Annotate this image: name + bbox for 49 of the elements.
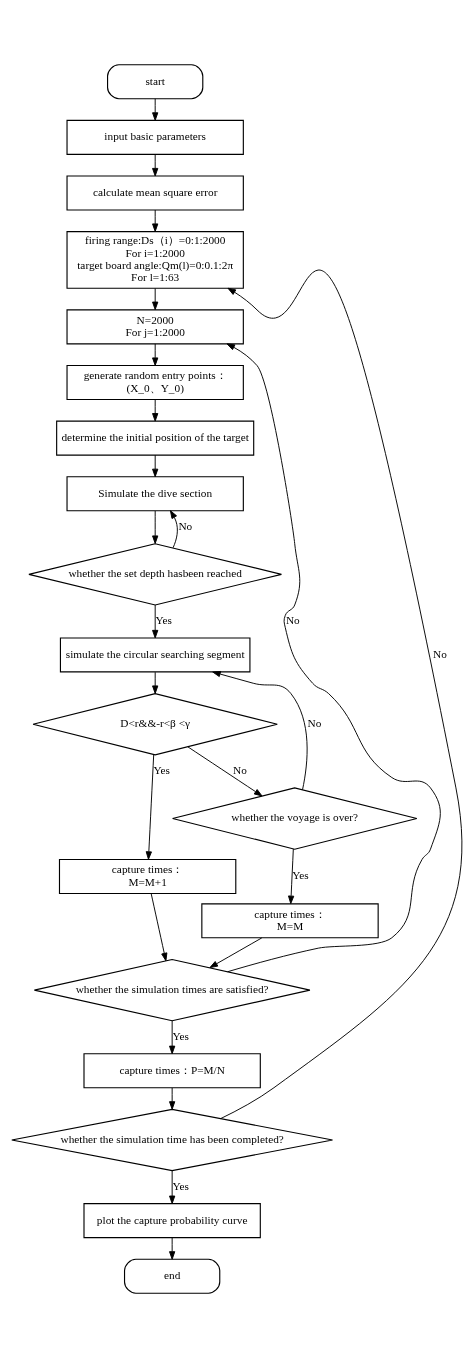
arrow [187,745,263,796]
arrow [152,510,159,544]
node-diamond: whether the simulation time has been completed? [11,1108,334,1171]
arrow [169,1019,176,1054]
edge-label: No [233,763,247,776]
edge-label: Yes [153,763,170,776]
arrow [288,848,295,904]
arrow [226,342,441,972]
edge-label: Yes [172,1179,189,1192]
arrow [209,936,263,968]
node-box: simulate the circular searching segment [59,636,251,672]
edge-label: No [285,613,300,626]
node-box: determine the initial position of the target [56,420,255,456]
node-diamond: D<r&&-r<β <γ [32,692,278,755]
node-box: end [123,1258,221,1294]
arrow [169,1236,176,1260]
edge-label: Yes [155,613,172,626]
arrow [145,753,155,860]
arrow [152,97,159,121]
arrow [169,1087,176,1110]
arrow [152,398,159,422]
node-box: firing range:Ds（i）=0:1:2000 For i=1:2000 target board angle:Qm(l)=0:0.1:2π For l=1:63 [66,230,244,289]
node-diamond: whether the set depth hasbeen reached [28,542,283,606]
arrow [212,670,308,790]
arrow [152,604,159,638]
node-box: start [107,63,204,99]
arrow [150,892,168,961]
arrow [152,671,159,694]
node-box: capture times： M=M [201,902,379,938]
node-box: plot the capture probability curve [83,1202,261,1238]
node-box: calculate mean square error [66,174,244,211]
node-box: capture times： M=M+1 [58,858,237,894]
node-box: Simulate the dive section [66,475,244,511]
edge-label: No [433,647,447,660]
edge-label: Yes [172,1029,189,1042]
node-box: capture times：P=M/N [83,1052,261,1088]
node-box: generate random entry points： (X_0、Y_0) [66,364,244,400]
arrow [152,342,159,366]
edge-label: Yes [292,868,309,881]
arrow [169,1169,176,1204]
arrow [152,287,159,310]
arrow [152,209,159,232]
edge-label: No [178,519,193,532]
arrow [152,454,159,477]
arrow [152,153,159,176]
arrow [169,509,178,548]
node-box: input basic parameters [66,119,244,155]
node-box: N=2000 For j=1:2000 [66,308,244,344]
edge-label: No [307,716,322,729]
